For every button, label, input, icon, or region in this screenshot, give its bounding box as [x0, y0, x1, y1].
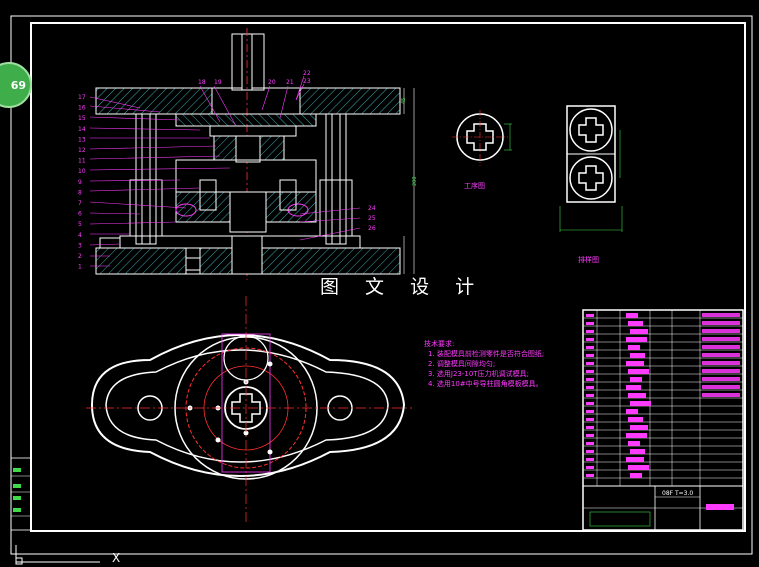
part-number-label: 15 [78, 115, 86, 122]
watermark-text: 图 文 设 计 [320, 276, 485, 298]
part-number-label: 9 [78, 179, 82, 186]
material-thickness: 08F T=3.0 [662, 490, 694, 497]
part-number-label: 1 [78, 264, 82, 271]
part-number-label: 8 [78, 189, 82, 196]
part-number-label: 5 [78, 221, 82, 228]
part-number-label: 7 [78, 200, 82, 207]
part-number-label: 13 [78, 136, 86, 143]
ucs-x-label: X [112, 551, 121, 565]
strip-layout-label: 排样图 [578, 256, 599, 264]
tech-req-item: 2. 调整模具间隙均匀; [428, 360, 496, 368]
part-number-label: 16 [78, 105, 86, 112]
assembly-section-view: 45 200 [89, 28, 418, 280]
tech-req-title: 技术要求: [424, 340, 455, 348]
sheet-outer-border [10, 15, 753, 555]
part-number-label: 12 [78, 147, 86, 154]
part-number-label: 20 [268, 79, 276, 86]
part-number-label: 4 [78, 232, 82, 239]
part-number-label: 19 [214, 79, 222, 86]
svg-text:200: 200 [412, 176, 418, 186]
tech-req-item: 3. 选用J23-10T压力机调试模具; [428, 370, 529, 378]
part-number-label: 23 [303, 78, 311, 85]
part-number-label: 24 [368, 205, 376, 212]
part-number-label: 25 [368, 215, 376, 222]
technical-requirements: 技术要求: 1. 装配模具前检测零件是否符合图纸; 2. 调整模具间隙均匀; 3… [424, 339, 544, 389]
part-number-label: 22 [303, 70, 311, 77]
part-number-callouts-right: 24 25 26 [368, 205, 376, 232]
part-number-label: 17 [78, 94, 86, 101]
die-plan-view [86, 296, 412, 522]
workpiece-view [452, 110, 512, 166]
part-number-label: 21 [286, 79, 294, 86]
tech-req-item: 1. 装配模具前检测零件是否符合图纸; [428, 350, 545, 358]
sheet-inner-border [30, 22, 746, 532]
title-block [582, 309, 744, 531]
part-number-label: 26 [368, 225, 376, 232]
part-number-label: 10 [78, 168, 86, 175]
part-number-label: 3 [78, 242, 82, 249]
tech-req-item: 4. 选用10#中号导柱圆角模板模具。 [428, 380, 543, 388]
part-number-label: 14 [78, 126, 86, 133]
revision-table [10, 457, 32, 531]
ucs-axis-icon [15, 545, 100, 565]
part-number-label: 2 [78, 253, 82, 260]
svg-text:45: 45 [401, 98, 407, 104]
workpiece-view-label: 工序图 [464, 182, 485, 190]
part-number-label: 6 [78, 211, 82, 218]
part-number-label: 18 [198, 79, 206, 86]
part-number-label: 11 [78, 158, 86, 165]
part-number-callouts-left: 17 16 15 14 13 12 11 10 9 8 7 6 5 4 3 2 1 [78, 94, 86, 271]
strip-layout-view [559, 105, 623, 232]
